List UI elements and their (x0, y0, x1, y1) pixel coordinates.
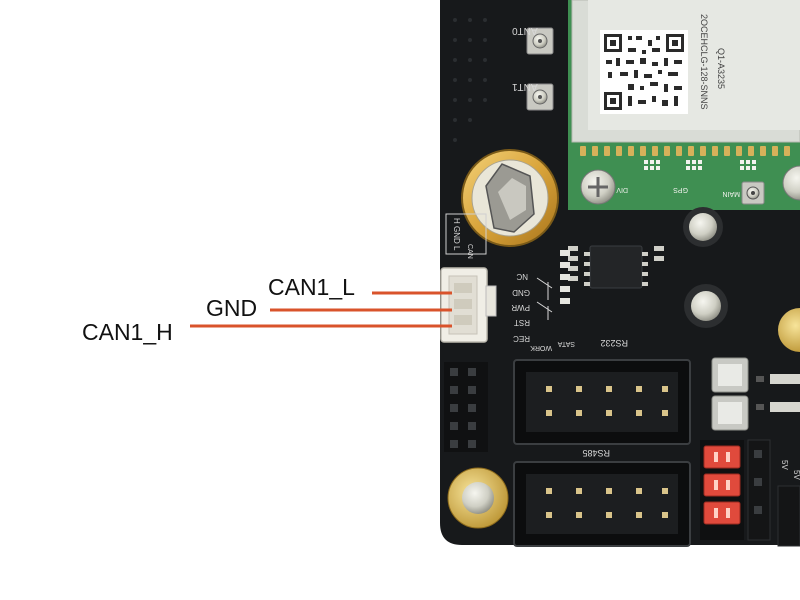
via-dots (453, 18, 487, 142)
rec-silkscreen: REC (513, 334, 530, 343)
nc-silkscreen: NC (516, 272, 528, 281)
gps-silkscreen: GPS (673, 186, 688, 193)
header-outline (445, 213, 487, 255)
antenna-connector-1 (526, 83, 554, 111)
standoff-peg-2 (684, 284, 728, 328)
antenna-connector-0 (526, 27, 554, 55)
sata-silkscreen: SATA (557, 340, 575, 347)
rs232-header (513, 359, 691, 445)
five-volt-silkscreen-b: 5V (792, 470, 800, 480)
work-silkscreen: WORK (530, 344, 552, 351)
antenna-0-silkscreen: ANT0 (512, 25, 538, 36)
module-screw-left (580, 169, 616, 205)
can-connector (440, 267, 497, 343)
qr-code (604, 34, 684, 110)
five-volt-silkscreen-a: 5V (780, 460, 789, 470)
header-silkscreen: H GND L (452, 218, 461, 251)
module-serial-text: Q1-A3235 (716, 48, 726, 89)
rs232-silkscreen: RS232 (600, 338, 628, 348)
label-can-low: CAN1_L (268, 274, 355, 300)
module-castellated-pads (580, 146, 790, 156)
main-silkscreen: MAIN (723, 190, 741, 197)
small-components-right (756, 374, 800, 412)
rs485-silkscreen: RS485 (582, 448, 610, 458)
rs485-header (513, 461, 691, 547)
gnd-silkscreen: GND (512, 288, 530, 297)
inductor-1 (711, 357, 749, 393)
pin-header-left (444, 362, 488, 452)
label-can-high: CAN1_H (82, 319, 173, 345)
pwr-silkscreen: PWR (511, 303, 530, 312)
module-test-pads (644, 160, 756, 170)
coin-battery-holder (461, 149, 559, 247)
module-model-text: 2OCEHCLG-128-SNNS (699, 14, 709, 110)
brass-standoff-right (778, 308, 800, 352)
red-jumper-block (700, 439, 771, 541)
mounting-hole-brass (447, 467, 509, 529)
led-pads (560, 250, 570, 304)
eeprom-chip (568, 245, 664, 289)
antenna-1-silkscreen: ANT1 (512, 81, 538, 92)
label-ground: GND (206, 295, 258, 321)
wireless-module: 2OCEHCLG-128-SNNS Q1-A3235 DIV GPS MAIN (568, 0, 800, 210)
can-silkscreen: CAN (466, 244, 473, 259)
rst-silkscreen: RST (514, 318, 530, 327)
right-header (777, 485, 800, 547)
inductor-2 (711, 395, 749, 431)
module-screw-right (782, 165, 800, 201)
main-antenna-connector (741, 181, 765, 205)
led-symbols (536, 277, 553, 320)
div-silkscreen: DIV (616, 186, 628, 193)
standoff-peg-1 (683, 207, 723, 247)
